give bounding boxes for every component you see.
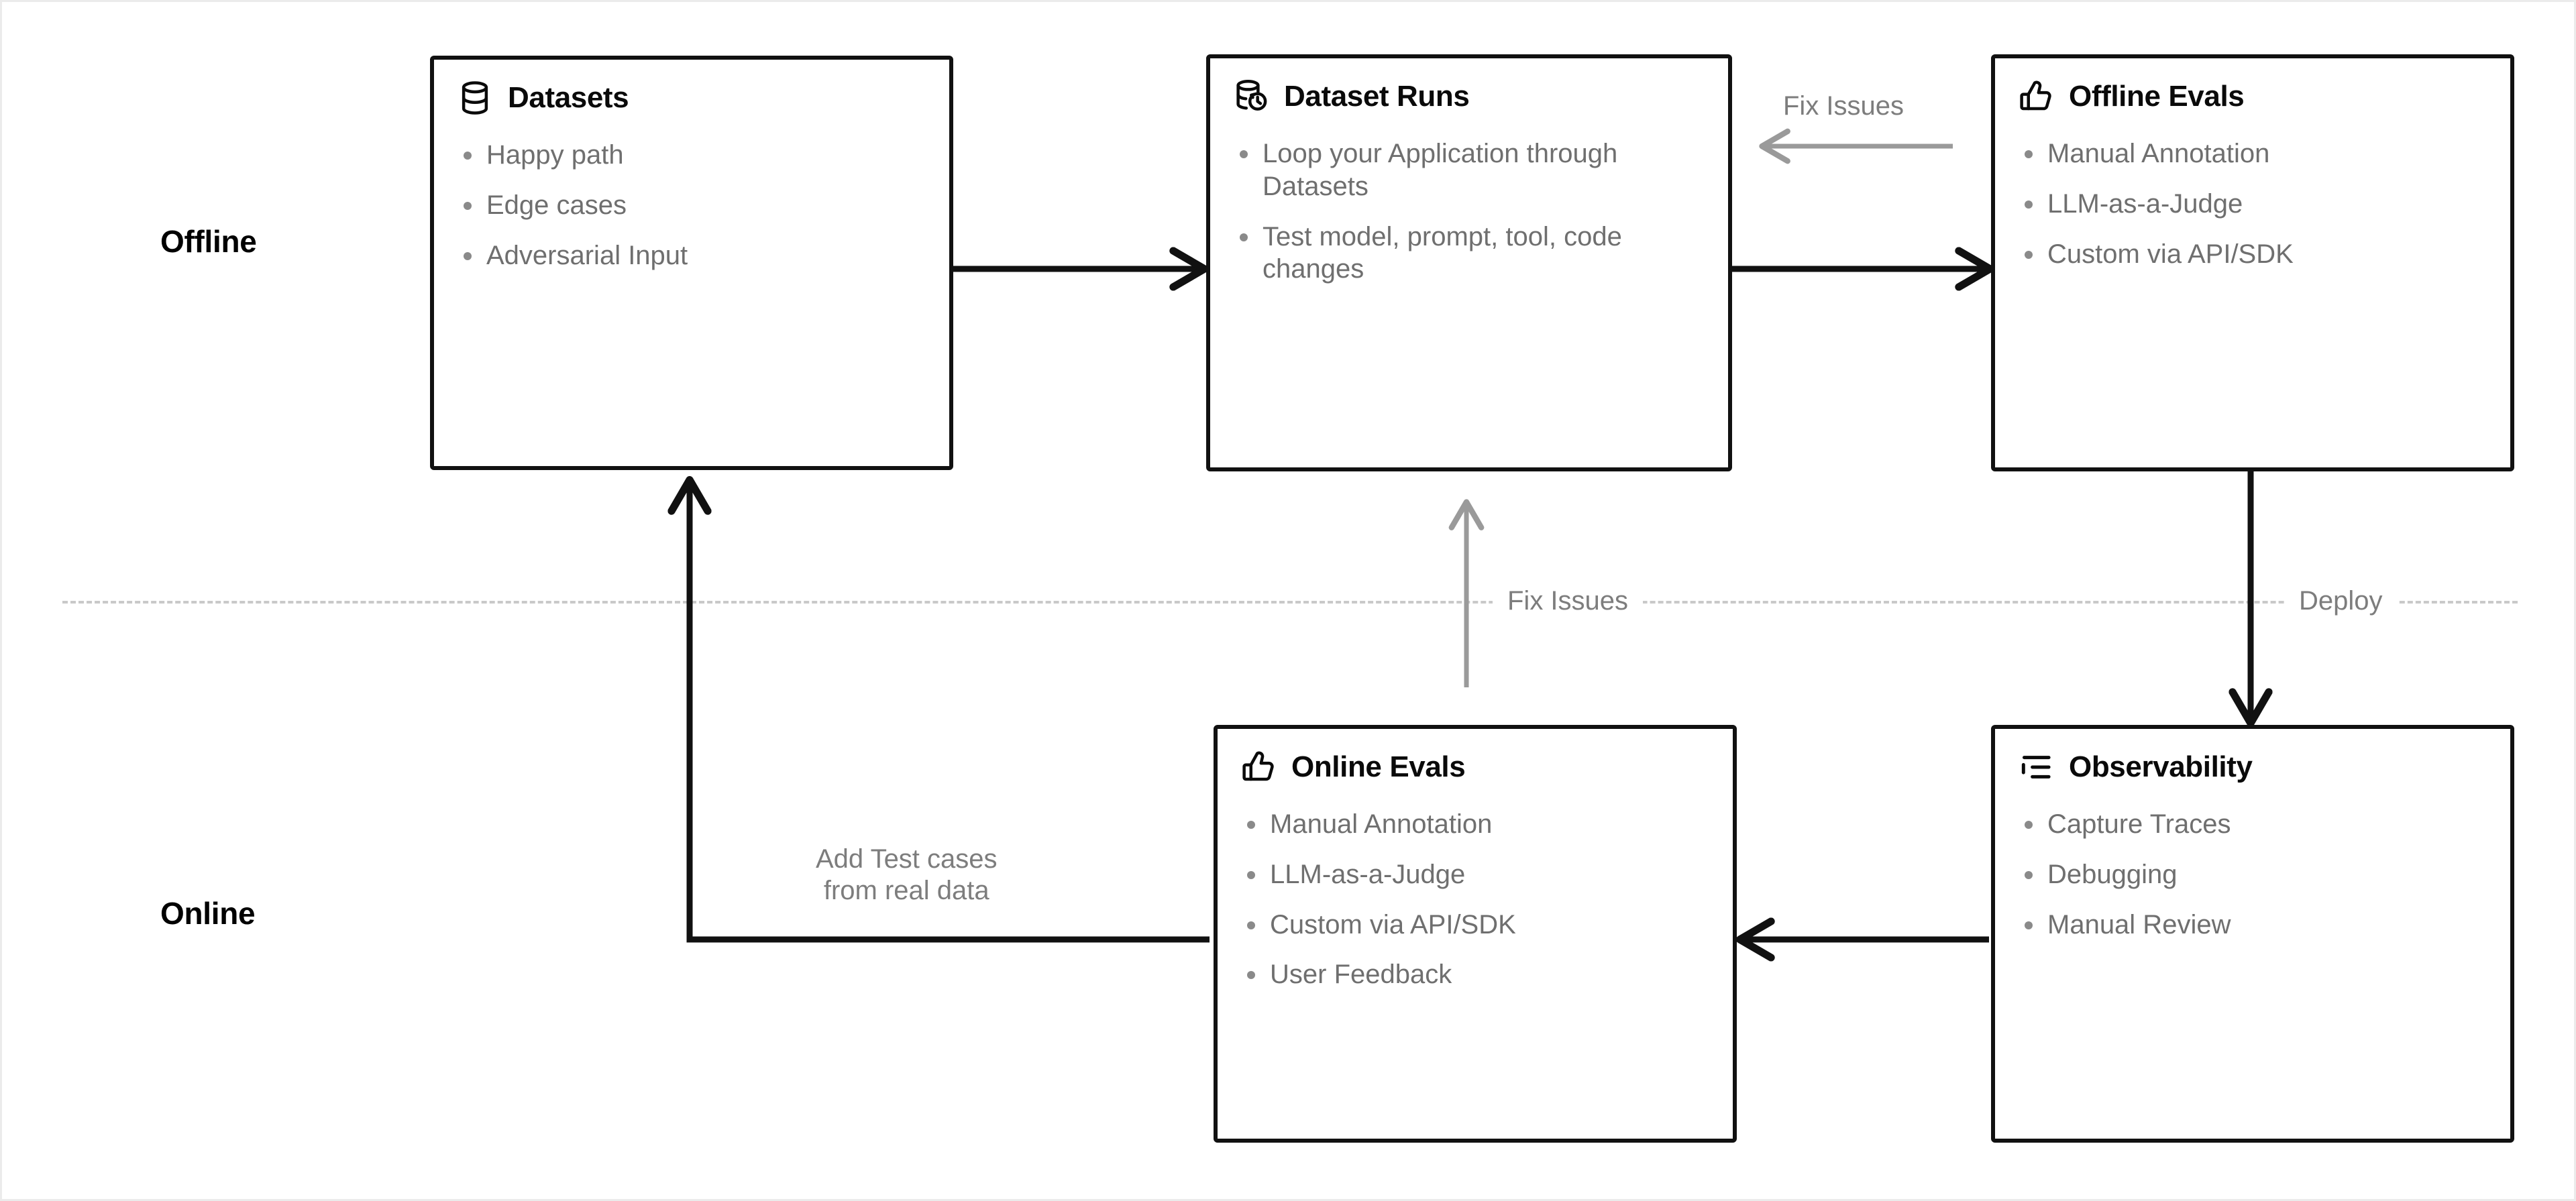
node-list-item: Custom via API/SDK	[1240, 909, 1710, 941]
node-offline-evals[interactable]: Offline Evals Manual Annotation LLM-as-a…	[1991, 54, 2514, 471]
node-datasets[interactable]: Datasets Happy path Edge cases Adversari…	[430, 56, 953, 470]
node-list-item: LLM-as-a-Judge	[1240, 858, 1710, 891]
node-title: Offline Evals	[2069, 80, 2245, 113]
divider-label-fix-issues: Fix Issues	[1493, 587, 1644, 614]
node-list-item: LLM-as-a-Judge	[2018, 188, 2487, 221]
node-title: Online Evals	[1291, 750, 1466, 783]
node-list-item: Loop your Application through Datasets	[1233, 137, 1705, 203]
node-header: Offline Evals	[2018, 78, 2487, 115]
node-title: Observability	[2069, 750, 2253, 783]
database-icon	[462, 81, 488, 115]
node-item-list: Manual Annotation LLM-as-a-Judge Custom …	[1240, 808, 1710, 991]
node-dataset-runs[interactable]: Dataset Runs Loop your Application throu…	[1206, 54, 1732, 471]
node-list-item: Happy path	[457, 139, 926, 172]
node-list-item: Manual Annotation	[1240, 808, 1710, 841]
lane-label-offline: Offline	[160, 224, 257, 259]
node-item-list: Happy path Edge cases Adversarial Input	[457, 139, 926, 272]
node-online-evals[interactable]: Online Evals Manual Annotation LLM-as-a-…	[1214, 725, 1737, 1143]
edge-label-fix-issues-top: Fix Issues	[1783, 91, 1904, 121]
node-item-list: Capture Traces Debugging Manual Review	[2018, 808, 2487, 941]
node-list-item: Capture Traces	[2018, 808, 2487, 841]
node-list-item: Adversarial Input	[457, 239, 926, 272]
node-list-item: Test model, prompt, tool, code changes	[1233, 221, 1705, 286]
edge-label-add-test-cases: Add Test cases from real data	[816, 844, 998, 906]
node-header: Observability	[2018, 749, 2487, 785]
thumbs-up-icon	[2020, 80, 2051, 111]
node-list-item: Custom via API/SDK	[2018, 238, 2487, 271]
database-history-icon	[1236, 80, 1267, 111]
list-icon	[2021, 756, 2051, 779]
lane-label-online: Online	[160, 896, 256, 931]
node-list-item: User Feedback	[1240, 958, 1710, 991]
node-item-list: Manual Annotation LLM-as-a-Judge Custom …	[2018, 137, 2487, 270]
node-title: Dataset Runs	[1284, 80, 1470, 113]
node-observability[interactable]: Observability Capture Traces Debugging M…	[1991, 725, 2514, 1143]
node-list-item: Debugging	[2018, 858, 2487, 891]
thumbs-up-icon	[1242, 751, 1274, 781]
node-item-list: Loop your Application through Datasets T…	[1233, 137, 1705, 286]
node-header: Datasets	[457, 80, 926, 116]
node-list-item: Manual Annotation	[2018, 137, 2487, 170]
node-title: Datasets	[508, 81, 629, 114]
node-list-item: Edge cases	[457, 189, 926, 222]
divider-label-deploy: Deploy	[2284, 587, 2398, 614]
node-list-item: Manual Review	[2018, 909, 2487, 941]
node-header: Dataset Runs	[1233, 78, 1705, 115]
offline-online-divider	[62, 601, 2518, 604]
node-header: Online Evals	[1240, 749, 1710, 785]
